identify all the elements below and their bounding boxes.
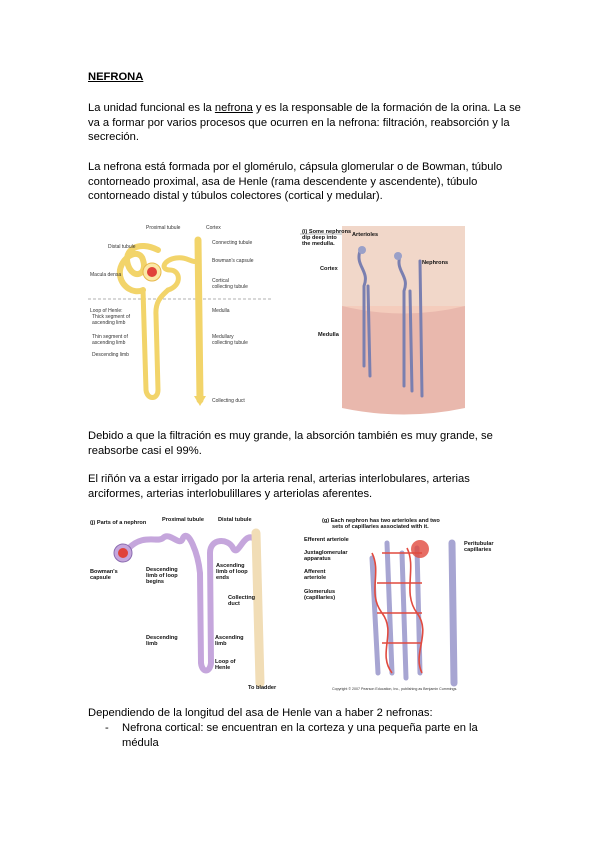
nephron-tubes [357, 249, 424, 398]
fig1-label-cortical-1: Cortical [212, 278, 229, 284]
fig1-label-thick-2: ascending limb [92, 320, 126, 326]
deep-nephrons-svg: (i) Some nephrons dip deep into the medu… [300, 226, 465, 415]
fig2-label-medulla: Medulla [318, 332, 340, 338]
fig3-label-proximal: Proximal tubule [162, 517, 204, 523]
fig3-label-collecting-1: Collecting [228, 595, 256, 601]
fig3-label-desc-begins-1: Descending [146, 567, 178, 573]
fig1-label-duct: Collecting duct [212, 398, 245, 404]
paragraph-unidad-funcional: La unidad funcional es la nefrona y es l… [88, 101, 528, 145]
fig4-label-glom-2: (capillaries) [304, 595, 335, 601]
fig1-label-medullary-1: Medullary [212, 334, 234, 340]
distal-tubule [161, 255, 201, 293]
fig1-label-medulla: Medulla [212, 308, 230, 314]
fig4-heading-1: (g) Each nephron has two arterioles and … [322, 518, 440, 524]
tubules-purple [369, 540, 423, 681]
fig2-note-3: the medulla. [302, 241, 335, 247]
fig4-heading-2: sets of capillaries associated with it. [332, 524, 429, 530]
proximal-tubule [116, 243, 161, 295]
arterioles-capillaries-svg: (g) Each nephron has two arterioles and … [302, 513, 512, 693]
fig1-label-cortical-2: collecting tubule [212, 284, 248, 290]
fig3-label-desc-limb-1: Descending [146, 635, 178, 641]
fig3-heading: (j) Parts of a nephron [90, 520, 147, 526]
collecting-duct-arrow [194, 396, 206, 406]
fig3-label-asc-limb-2: limb [215, 641, 227, 647]
fig1-label-cortex: Cortex [206, 225, 221, 231]
fig1-label-connecting: Connecting tubule [212, 240, 253, 246]
fig4-copyright: Copyright © 2007 Pearson Education, Inc.… [332, 687, 457, 691]
fig2-note-2: dip deep into [302, 235, 337, 241]
fig3-label-asc-ends-1: Ascending [216, 563, 245, 569]
p1-start: La unidad funcional es la [88, 102, 215, 114]
fig1-label-proximal: Proximal tubule [146, 225, 181, 231]
fig3-label-bladder: To bladder [248, 685, 277, 691]
fig3-label-loop-2: Henle [215, 665, 230, 671]
bullet-marker: - [105, 722, 109, 734]
fig2-label-nephrons: Nephrons [422, 260, 448, 266]
fig4-label-peri-2: capillaries [464, 547, 491, 553]
fig4-label-efferent: Efferent arteriole [304, 537, 349, 543]
fig2-label-cortex: Cortex [320, 266, 339, 272]
cortex-region [342, 226, 465, 306]
parts-of-nephron-svg: (j) Parts of a nephron Proximal tubule D… [88, 513, 288, 693]
figure-parts-of-nephron: (j) Parts of a nephron Proximal tubule D… [88, 513, 288, 693]
nephron-tubule [125, 532, 256, 674]
glomerulus-a [358, 246, 366, 254]
fig4-label-juxta-1: Juxtaglomerular [304, 550, 348, 556]
fig1-label-macula: Macula densa [90, 272, 121, 278]
fig3-label-asc-limb-1: Ascending [215, 635, 244, 641]
fig3-label-desc-begins-2: limb of loop [146, 573, 178, 579]
paragraph-irrigacion: El riñón va a estar irrigado por la arte… [88, 473, 470, 500]
fig1-label-thin-2: ascending limb [92, 340, 126, 346]
loop-of-henle [140, 287, 171, 400]
fig1-label-thick-1: Thick segment of [92, 314, 131, 320]
fig4-label-afferent-1: Afferent [304, 569, 326, 575]
fig3-label-collecting-2: duct [228, 601, 240, 607]
section-title: NEFRONA [88, 71, 144, 83]
fig4-label-juxta-2: apparatus [304, 556, 331, 562]
fig3-label-bowman-2: capsule [90, 575, 111, 581]
fig1-label-medullary-2: collecting tubule [212, 340, 248, 346]
fig4-label-afferent-2: arteriole [304, 575, 326, 581]
fig3-label-bowman-1: Bowman's [90, 569, 118, 575]
p1-end: y es la responsable de la formación de l… [88, 102, 521, 144]
fig4-label-glom-1: Glomerulus [304, 589, 335, 595]
glomerulus-capillaries-shape [411, 540, 429, 558]
fig3-label-desc-limb-2: limb [146, 641, 158, 647]
paragraph-filtracion: Debido a que la filtración es muy grande… [88, 430, 493, 457]
glomerulus-shape [147, 267, 157, 277]
figure-background [88, 220, 273, 415]
fig2-label-arterioles: Arterioles [352, 232, 378, 238]
fig1-label-bowman: Bowman's capsule [212, 258, 254, 264]
figure-nephron-diagram: Proximal tubule Cortex Distal tubule Con… [88, 220, 273, 415]
fig2-note-1: (i) Some nephrons [302, 229, 351, 235]
glomerulus-b [394, 252, 402, 260]
fig4-label-peri-1: Peritubular [464, 541, 494, 547]
fig1-label-loop: Loop of Henle: [90, 308, 123, 314]
collecting-duct [194, 236, 204, 404]
collecting-duct-shape [251, 528, 265, 688]
fig3-label-loop-1: Loop of [215, 659, 236, 665]
fig1-label-thin-1: Thin segment of [92, 334, 128, 340]
fig3-label-asc-ends-2: limb of loop [216, 569, 248, 575]
nefrona-link[interactable]: nefrona [214, 102, 253, 114]
paragraph-partes-nefrona: La nefrona está formada por el glomérulo… [88, 161, 503, 203]
peritubular-capillaries [371, 547, 424, 674]
fig1-label-desc: Descending limb [92, 352, 129, 358]
fig3-label-desc-begins-3: begins [146, 579, 164, 585]
figure-arterioles-capillaries: (g) Each nephron has two arterioles and … [302, 513, 512, 693]
collecting-duct-shape-2 [448, 539, 458, 687]
nephron-diagram-svg: Proximal tubule Cortex Distal tubule Con… [88, 220, 273, 415]
bullet-nefrona-cortical: Nefrona cortical: se encuentran en la co… [122, 722, 478, 749]
fig3-label-distal: Distal tubule [218, 517, 252, 523]
figure-deep-nephrons: (i) Some nephrons dip deep into the medu… [300, 226, 465, 416]
paragraph-tipos-nefronas: Dependiendo de la longitud del asa de He… [88, 707, 433, 719]
fig1-label-distal: Distal tubule [108, 244, 136, 250]
fig3-label-asc-ends-3: ends [216, 575, 229, 581]
glomerulus-red [118, 548, 128, 558]
